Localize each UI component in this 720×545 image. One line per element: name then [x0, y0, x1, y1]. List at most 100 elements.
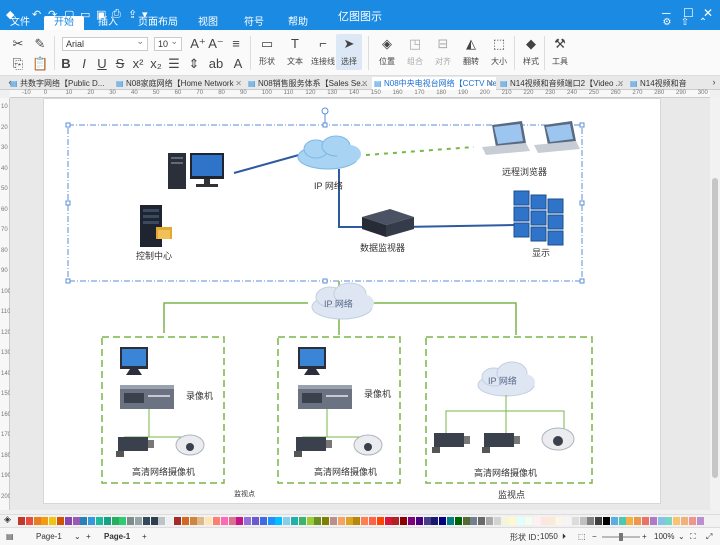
flip-button-label[interactable]: 翻转 — [463, 57, 479, 66]
doc-tab[interactable]: ▤N14视频和音频端口2【Video ...✕ — [500, 79, 624, 88]
fullscreen-icon[interactable]: ⤢ — [706, 532, 713, 541]
color-swatch[interactable] — [642, 517, 649, 525]
color-swatch[interactable] — [657, 517, 665, 525]
color-swatch[interactable] — [127, 517, 135, 525]
ip-network-top-label[interactable]: IP 网络 — [314, 181, 343, 191]
color-swatch[interactable] — [361, 517, 369, 525]
color-swatch[interactable] — [501, 517, 509, 525]
drawing-page[interactable]: IP 网络 远程浏览器 控制中心 数据监视器 显示 IP 网络 录像机 录像机 … — [43, 98, 661, 504]
box-camera-icon[interactable] — [432, 433, 470, 453]
chevron-down-icon[interactable]: ⌄ — [678, 532, 685, 541]
color-swatch[interactable] — [25, 517, 33, 525]
play-icon[interactable]: ⏵ — [562, 532, 566, 541]
doc-tab[interactable]: ▤共数字网络【Public D... — [10, 79, 105, 88]
color-swatch[interactable] — [478, 517, 486, 525]
size-icon[interactable]: ⬚ — [492, 36, 506, 51]
select-pointer-icon[interactable]: ➤ — [343, 36, 355, 51]
shape-icon[interactable]: ▭ — [260, 36, 274, 51]
more-quick-access-icon[interactable]: ▾ — [142, 9, 148, 21]
color-swatch[interactable] — [649, 517, 657, 525]
color-swatch[interactable] — [57, 517, 64, 525]
color-swatch[interactable] — [64, 517, 72, 525]
superscript-icon[interactable]: x² — [132, 56, 144, 71]
doc-tab[interactable]: ▤N08家庭网络【Home Network✕ — [116, 79, 242, 88]
zoom-slider-thumb[interactable] — [619, 533, 623, 541]
text-highlight-icon[interactable]: A — [233, 56, 243, 71]
paste-icon[interactable]: 📋 — [32, 56, 49, 71]
text-button-label[interactable]: 文本 — [287, 57, 303, 66]
decrease-font-icon[interactable]: A⁻ — [208, 36, 224, 51]
color-swatch[interactable] — [696, 517, 704, 525]
resize-handle[interactable] — [65, 278, 71, 284]
tab-file[interactable]: 文件 — [10, 17, 30, 28]
close-tab-icon[interactable]: ✕ — [487, 79, 494, 88]
bold-icon[interactable]: B — [61, 56, 71, 71]
size-button-label[interactable]: 大小 — [491, 57, 507, 66]
color-swatch[interactable] — [96, 517, 103, 525]
cut-icon[interactable]: ✂ — [12, 36, 24, 51]
color-swatch[interactable] — [408, 517, 415, 525]
resize-handle[interactable] — [322, 122, 328, 128]
monitor-point-box-3[interactable] — [425, 336, 593, 484]
underline-icon[interactable]: U — [97, 56, 107, 71]
tools-icon[interactable]: ⚒ — [554, 36, 566, 51]
recorder-device-icon[interactable] — [120, 385, 174, 409]
data-monitor-label[interactable]: 数据监视器 — [360, 243, 406, 253]
color-swatch[interactable] — [532, 517, 540, 525]
color-swatch[interactable] — [252, 517, 259, 525]
color-swatch[interactable] — [228, 517, 236, 525]
tab-symbols[interactable]: 符号 — [244, 17, 264, 28]
page-tab[interactable]: Page-1 — [104, 532, 131, 541]
fit-window-icon[interactable]: ⛶ — [690, 532, 696, 541]
color-swatch[interactable] — [174, 517, 181, 525]
color-swatch[interactable] — [314, 517, 322, 525]
collapse-ribbon-icon[interactable]: ⌃ — [698, 17, 708, 28]
monitor-point-label-2[interactable]: 监视点 — [498, 490, 526, 500]
settings-icon[interactable]: ⚙ — [662, 17, 672, 28]
resize-handle[interactable] — [322, 278, 328, 284]
color-swatch[interactable] — [322, 517, 330, 525]
color-swatch[interactable] — [595, 517, 603, 525]
color-swatch[interactable] — [392, 517, 400, 525]
fill-bucket-icon[interactable]: ◈ — [4, 514, 11, 524]
zoom-level[interactable]: 100% — [654, 532, 675, 541]
save-icon[interactable]: ▣ — [96, 9, 107, 21]
color-swatch[interactable] — [244, 517, 252, 525]
color-swatch[interactable] — [18, 517, 25, 525]
color-swatch[interactable] — [517, 517, 525, 525]
color-swatch[interactable] — [548, 517, 556, 525]
ip-network-mid-label[interactable]: IP 网络 — [324, 299, 353, 309]
doc-tab[interactable]: ▤N08销售服务体系【Sales Se...✕ — [248, 79, 368, 88]
color-swatch[interactable] — [80, 517, 88, 525]
position-button-label[interactable]: 位置 — [379, 57, 395, 66]
color-swatch[interactable] — [400, 517, 408, 525]
color-swatch[interactable] — [259, 517, 267, 525]
connector-button-label[interactable]: 连接线 — [311, 57, 335, 66]
tools-button-label[interactable]: 工具 — [552, 57, 568, 66]
camera-label-3[interactable]: 高清网络摄像机 — [474, 468, 538, 478]
color-swatch[interactable] — [41, 517, 49, 525]
dome-camera-icon[interactable] — [353, 434, 383, 456]
box-camera-icon[interactable] — [294, 437, 332, 457]
resize-handle[interactable] — [65, 200, 71, 206]
add-page-icon[interactable]: + — [86, 532, 91, 541]
color-swatch[interactable] — [431, 517, 439, 525]
color-swatch[interactable] — [330, 517, 337, 525]
monitor-point-box-2[interactable] — [277, 336, 401, 484]
text-icon[interactable]: T — [291, 36, 299, 51]
remote-browser-laptops[interactable] — [482, 121, 580, 155]
color-swatch[interactable] — [564, 517, 571, 525]
page-navigator-icon[interactable]: ▤ — [6, 532, 14, 541]
color-swatch[interactable] — [493, 517, 501, 525]
increase-font-icon[interactable]: A⁺ — [190, 36, 206, 51]
color-swatch[interactable] — [376, 517, 384, 525]
redo-icon[interactable]: ↷ — [48, 9, 58, 21]
color-swatch[interactable] — [220, 517, 228, 525]
group-button-label[interactable]: 组合 — [407, 57, 423, 66]
color-swatch[interactable] — [681, 517, 688, 525]
color-swatch[interactable] — [135, 517, 142, 525]
color-swatch[interactable] — [384, 517, 392, 525]
color-swatch[interactable] — [111, 517, 119, 525]
color-swatch[interactable] — [587, 517, 595, 525]
color-swatch[interactable] — [618, 517, 626, 525]
